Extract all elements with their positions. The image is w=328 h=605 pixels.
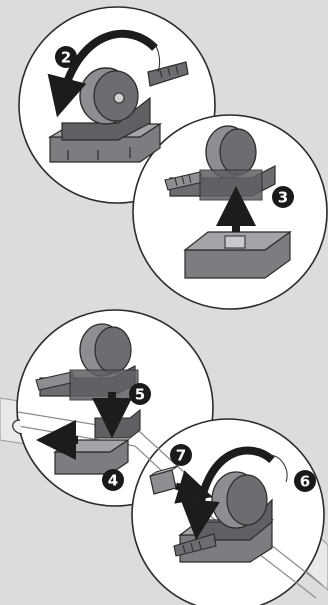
step-label-6: 6: [300, 473, 310, 491]
step-label-4: 4: [108, 472, 118, 490]
step-badge-5: 5: [129, 383, 151, 405]
step-badge-3: 3: [272, 186, 294, 208]
step-label-7: 7: [176, 447, 186, 465]
top-panel-group: 2 3: [19, 7, 327, 309]
step-label-2: 2: [61, 49, 71, 67]
step-badge-2: 2: [55, 46, 77, 68]
step-badge-6: 6: [294, 470, 316, 492]
step-label-5: 5: [135, 386, 145, 404]
bottom-panel-group: 5 4 7 6: [0, 310, 328, 605]
step-label-3: 3: [278, 189, 288, 207]
step-badge-4: 4: [102, 469, 124, 491]
step-badge-7: 7: [170, 444, 192, 466]
clamp-base-part: [185, 232, 290, 278]
